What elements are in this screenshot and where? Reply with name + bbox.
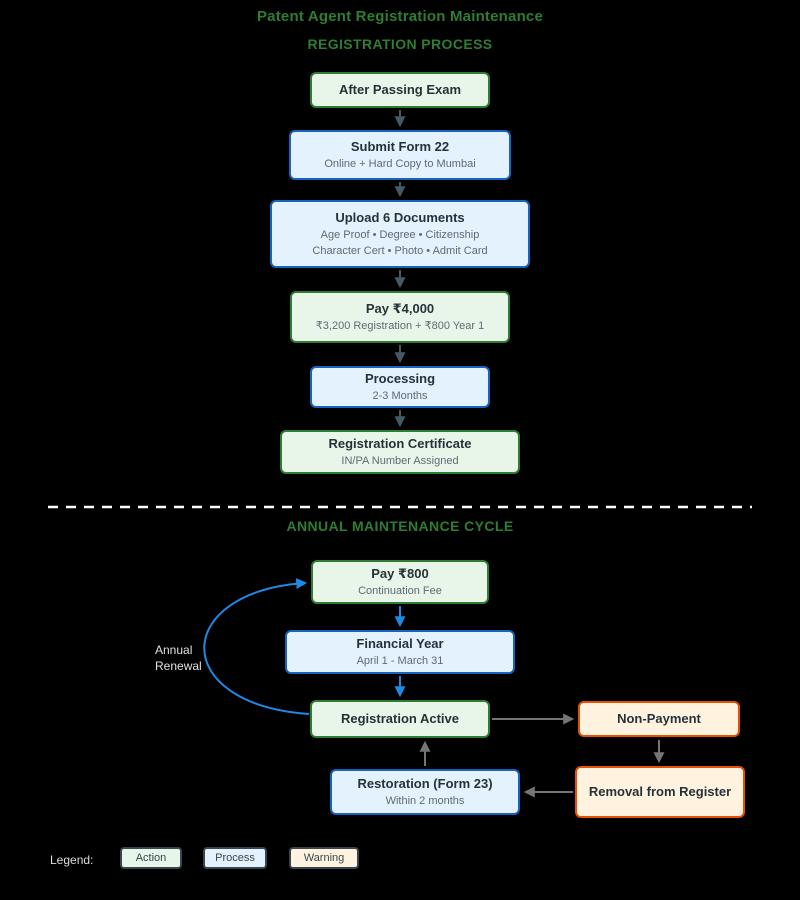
node-title: Upload 6 Documents [335,209,465,225]
node-non-payment: Non-Payment [578,701,740,737]
legend-chip-action: Action [120,847,182,869]
node-subtitle: Age Proof • Degree • Citizenship [320,228,480,241]
node-after-passing-exam: After Passing Exam [310,72,490,108]
registration-process-heading: REGISTRATION PROCESS [307,36,493,52]
node-removal-from-register: Removal from Register [575,766,745,818]
node-title: Submit Form 22 [350,138,450,154]
node-restoration-form-23: Restoration (Form 23) Within 2 months [330,769,520,815]
node-title: Financial Year [356,635,444,651]
node-subtitle: Online + Hard Copy to Mumbai [324,157,476,170]
annual-renewal-label: Annual Renewal [155,643,202,674]
node-registration-active: Registration Active [310,700,490,738]
legend-chip-process: Process [203,847,267,869]
node-pay-800: Pay ₹800 Continuation Fee [311,560,489,604]
node-title: Registration Certificate [328,435,472,451]
node-title: Registration Active [341,710,459,726]
node-subtitle: Continuation Fee [358,584,442,597]
node-subtitle: ₹3,200 Registration + ₹800 Year 1 [315,319,485,332]
node-title: Removal from Register [588,783,732,799]
node-title: After Passing Exam [338,81,462,97]
node-upload-documents: Upload 6 Documents Age Proof • Degree • … [270,200,530,268]
legend-chip-warning: Warning [289,847,359,869]
page-title: Patent Agent Registration Maintenance [256,8,544,25]
node-title: Non-Payment [617,710,701,726]
node-registration-certificate: Registration Certificate IN/PA Number As… [280,430,520,474]
legend-label: Legend: [50,853,94,867]
node-processing: Processing 2-3 Months [310,366,490,408]
legend-chip-label: Process [215,852,255,864]
annual-maintenance-heading: ANNUAL MAINTENANCE CYCLE [286,518,514,534]
node-title: Pay ₹800 [371,565,429,581]
legend-chip-label: Warning [303,852,345,864]
legend-chip-label: Action [135,852,167,864]
node-submit-form-22: Submit Form 22 Online + Hard Copy to Mum… [289,130,511,180]
node-title: Pay ₹4,000 [365,300,435,316]
node-subtitle: Character Cert • Photo • Admit Card [312,245,488,258]
node-subtitle: April 1 - March 31 [356,654,444,667]
node-financial-year: Financial Year April 1 - March 31 [285,630,515,674]
node-subtitle: 2-3 Months [372,389,428,402]
node-title: Processing [364,370,436,386]
node-title: Restoration (Form 23) [357,775,493,791]
node-subtitle: IN/PA Number Assigned [341,454,459,467]
node-subtitle: Within 2 months [385,794,465,807]
node-pay-4000: Pay ₹4,000 ₹3,200 Registration + ₹800 Ye… [290,291,510,343]
